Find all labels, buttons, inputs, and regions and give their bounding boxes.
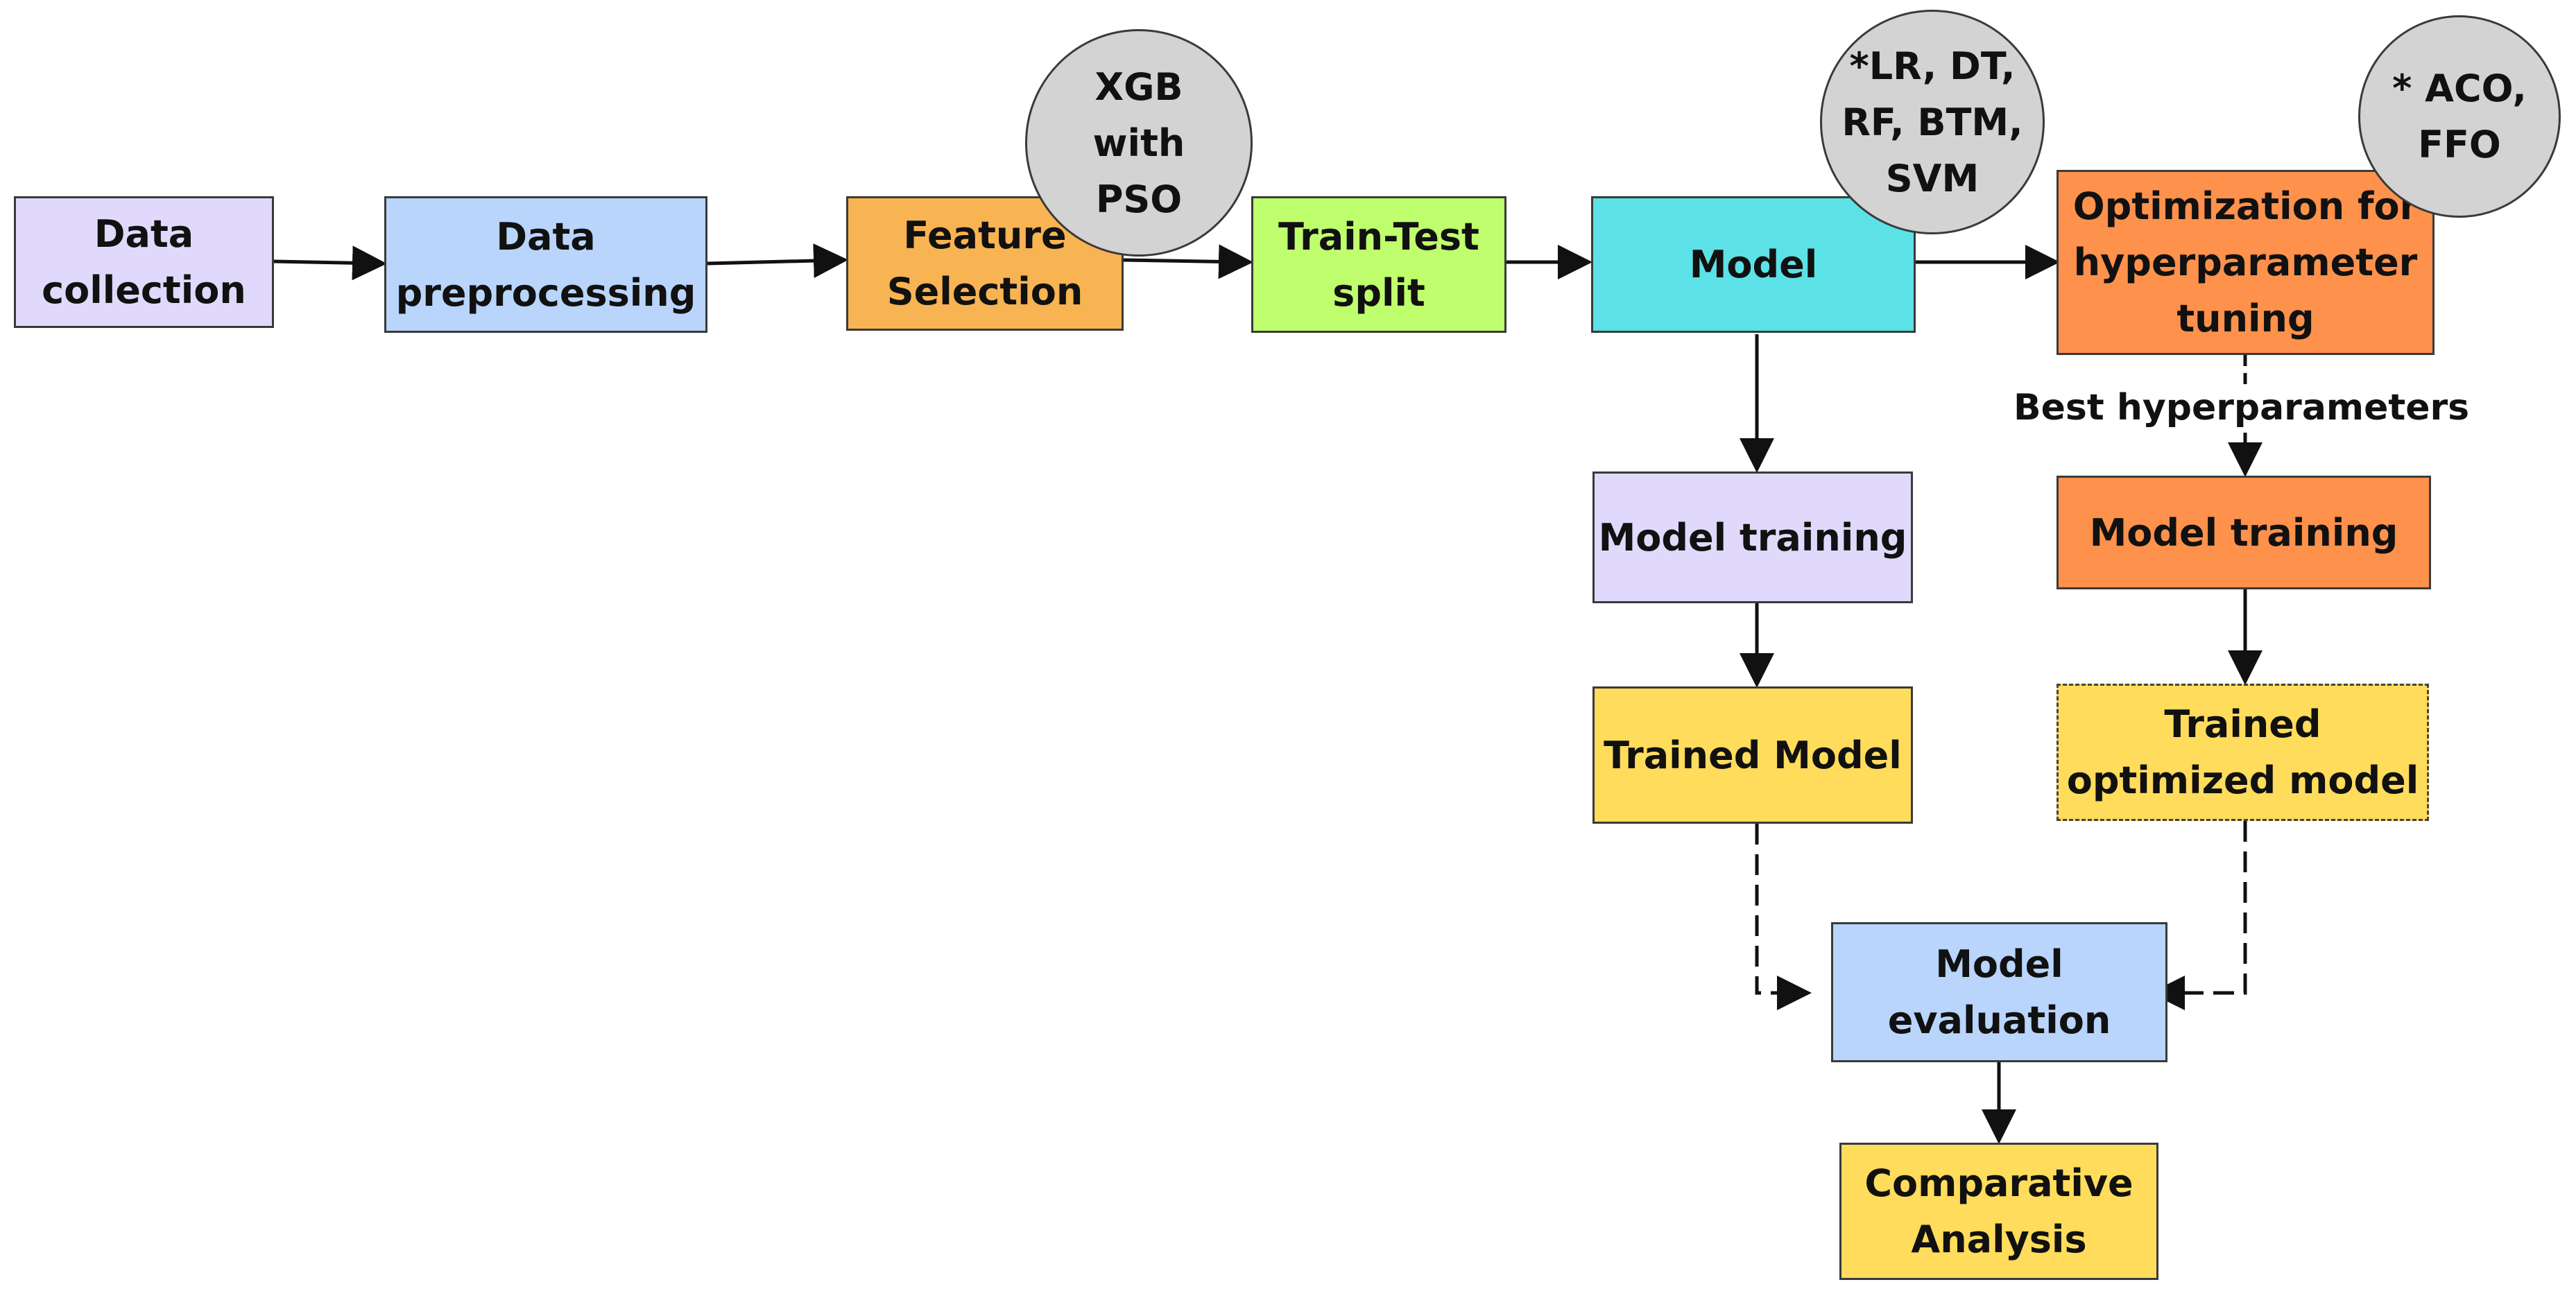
node-data-collection-label: Data collection	[42, 212, 246, 312]
node-comparative-analysis: Comparative Analysis	[1839, 1143, 2158, 1280]
node-feature-selection: Feature Selection	[846, 196, 1124, 331]
arrow-trained-model-to-evaluation	[1755, 824, 1812, 1010]
node-model-evaluation-label: Model evaluation	[1887, 942, 2111, 1042]
node-data-preprocessing-label: Data preprocessing	[395, 214, 696, 315]
note-aco-ffo-label: * ACO, FFO	[2392, 67, 2527, 166]
note-models-list-label: *LR, DT, RF, BTM, SVM	[1841, 44, 2023, 200]
arrow-feature-selection-to-split	[1123, 244, 1253, 279]
note-models-list: *LR, DT, RF, BTM, SVM	[1820, 10, 2045, 234]
node-trained-model: Trained Model	[1592, 686, 1913, 824]
note-xgb-pso: XGB with PSO	[1025, 29, 1253, 257]
note-aco-ffo: * ACO, FFO	[2358, 15, 2561, 218]
node-model-evaluation: Model evaluation	[1831, 922, 2167, 1062]
arrow-collection-to-preprocessing	[273, 245, 387, 281]
node-data-collection: Data collection	[14, 196, 274, 328]
node-train-test-split-label: Train-Test split	[1278, 214, 1479, 315]
node-train-test-split: Train-Test split	[1251, 196, 1506, 333]
arrow-trained-optimized-to-evaluation	[2150, 821, 2247, 1010]
node-model-training-right-label: Model training	[2089, 510, 2398, 555]
node-model-training-left: Model training	[1592, 471, 1913, 603]
node-model-label: Model	[1689, 243, 1818, 286]
node-model: Model	[1591, 196, 1916, 333]
node-feature-selection-label: Feature Selection	[886, 214, 1083, 313]
node-data-preprocessing: Data preprocessing	[384, 196, 707, 333]
node-trained-optimized-model-label: Trained optimized model	[2066, 702, 2419, 802]
node-optimization: Optimization for hyperparameter tuning	[2056, 170, 2435, 355]
edge-label-best-hyperparameters: Best hyperparameters	[2013, 387, 2470, 429]
arrow-preprocessing-to-feature-selection	[707, 243, 848, 279]
node-optimization-label: Optimization for hyperparameter tuning	[2072, 184, 2419, 340]
node-trained-model-label: Trained Model	[1604, 733, 1902, 777]
note-xgb-pso-label: XGB with PSO	[1092, 64, 1185, 221]
node-model-training-right: Model training	[2056, 476, 2431, 589]
node-model-training-left-label: Model training	[1598, 515, 1907, 560]
node-comparative-analysis-label: Comparative Analysis	[1864, 1161, 2133, 1261]
node-trained-optimized-model: Trained optimized model	[2056, 684, 2429, 821]
